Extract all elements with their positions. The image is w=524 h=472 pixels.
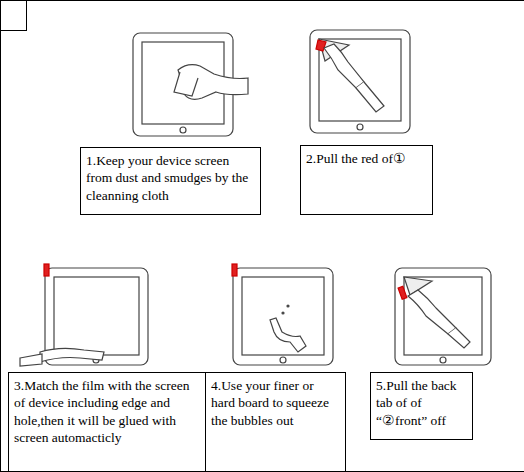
frame-line <box>26 0 524 1</box>
hand <box>324 44 364 88</box>
step-box: 4.Use your finer or hard board to squeez… <box>205 372 346 472</box>
step-text: 5.Pull the back tab of of “②front” off <box>376 377 467 429</box>
step-box: 5.Pull the back tab of of “②front” off <box>370 372 473 440</box>
hand <box>408 290 456 334</box>
left-hand <box>40 348 104 362</box>
arm <box>448 328 470 348</box>
step-box: 2.Pull the red of① <box>300 145 433 215</box>
tablet-1 <box>133 33 248 136</box>
frame-line <box>0 30 1 472</box>
step-text: 4.Use your finer or hard board to squeez… <box>211 377 340 429</box>
step-text: 2.Pull the red of① <box>306 150 427 167</box>
hand-finger <box>270 318 306 352</box>
tablet-5 <box>395 268 491 365</box>
step-box: 1.Keep your device screen from dust and … <box>80 147 261 215</box>
cloth <box>174 72 198 96</box>
tablet-3 <box>20 264 148 366</box>
tablet-4 <box>232 264 333 365</box>
left-arm <box>20 354 42 366</box>
step-text: 3.Match the film with the screen of devi… <box>14 377 200 446</box>
step-text: 1.Keep your device screen from dust and … <box>86 152 255 204</box>
arm <box>356 82 384 112</box>
tab <box>44 264 49 276</box>
step-box: 3.Match the film with the screen of devi… <box>8 372 206 472</box>
tablet-2 <box>310 30 410 133</box>
corner-box <box>1 1 27 31</box>
